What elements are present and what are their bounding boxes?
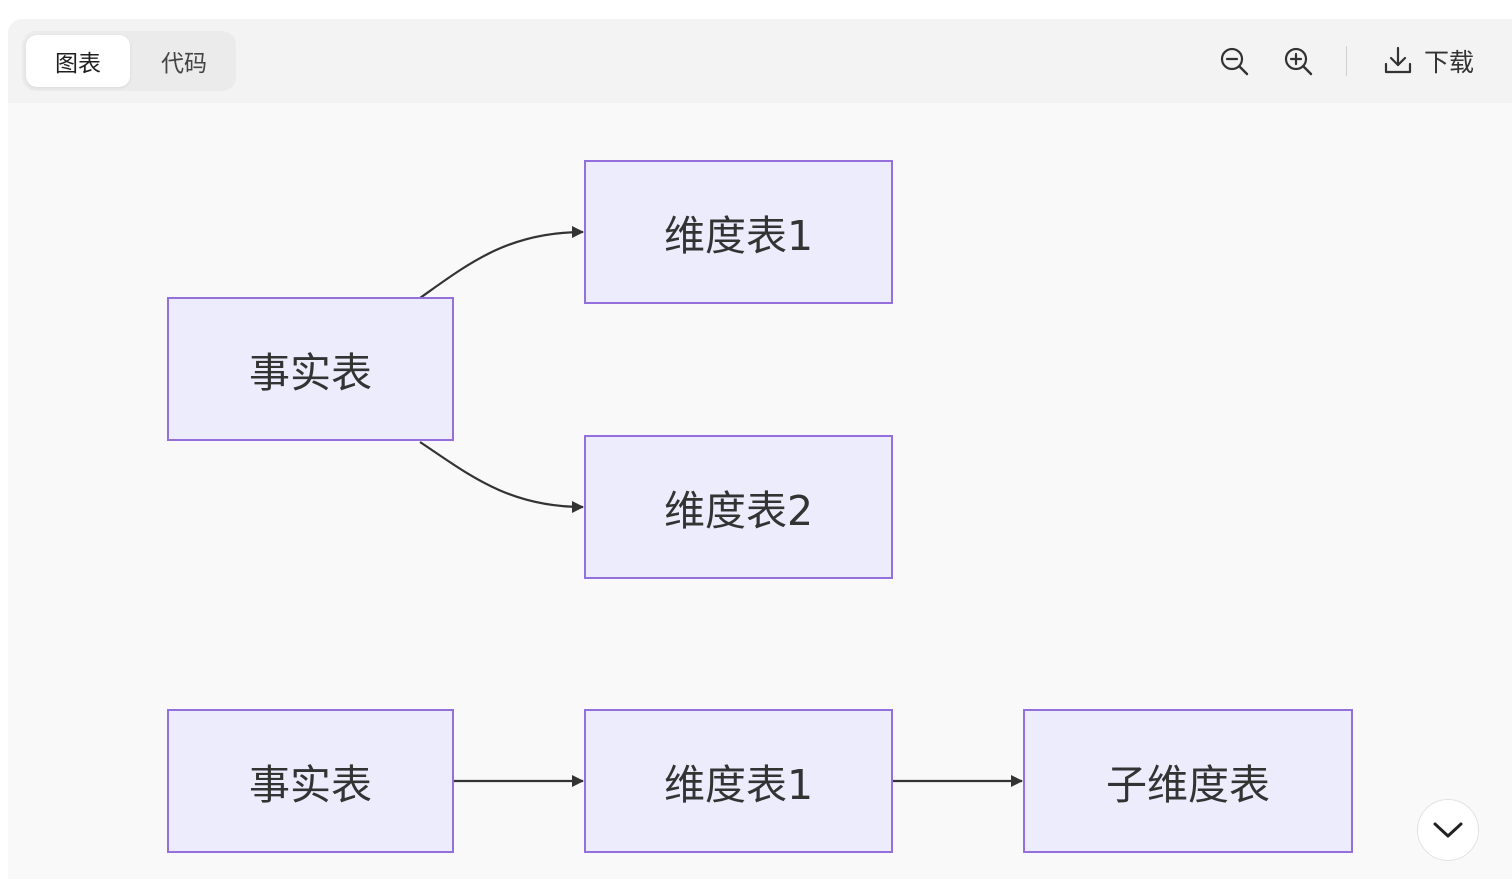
node-dimension-table-1-lower[interactable]: 维度表1 [584,709,893,853]
diagram-viewer: 图表 代码 下载 [8,19,1512,879]
download-icon [1384,46,1412,74]
node-fact-table-lower[interactable]: 事实表 [167,709,454,853]
zoom-out-icon[interactable] [1216,43,1252,79]
toolbar-divider [1346,46,1347,76]
scroll-down-button[interactable] [1417,799,1479,861]
chevron-down-icon [1433,822,1463,838]
node-sub-dimension-table[interactable]: 子维度表 [1023,709,1353,853]
node-fact-table[interactable]: 事实表 [167,297,454,441]
edge-fact-to-dim2 [419,441,584,513]
tab-code[interactable]: 代码 [161,51,207,77]
node-dimension-table-1[interactable]: 维度表1 [584,160,893,304]
view-tabs: 图表 代码 [22,31,236,91]
download-button[interactable]: 下载 [1382,41,1474,81]
node-dimension-table-2[interactable]: 维度表2 [584,435,893,579]
tab-diagram[interactable]: 图表 [26,35,130,87]
toolbar: 图表 代码 下载 [8,19,1512,103]
zoom-in-icon[interactable] [1280,43,1316,79]
edge-fact-to-dim1 [419,226,584,299]
diagram-edges [419,226,1023,787]
download-label: 下载 [1424,48,1475,77]
